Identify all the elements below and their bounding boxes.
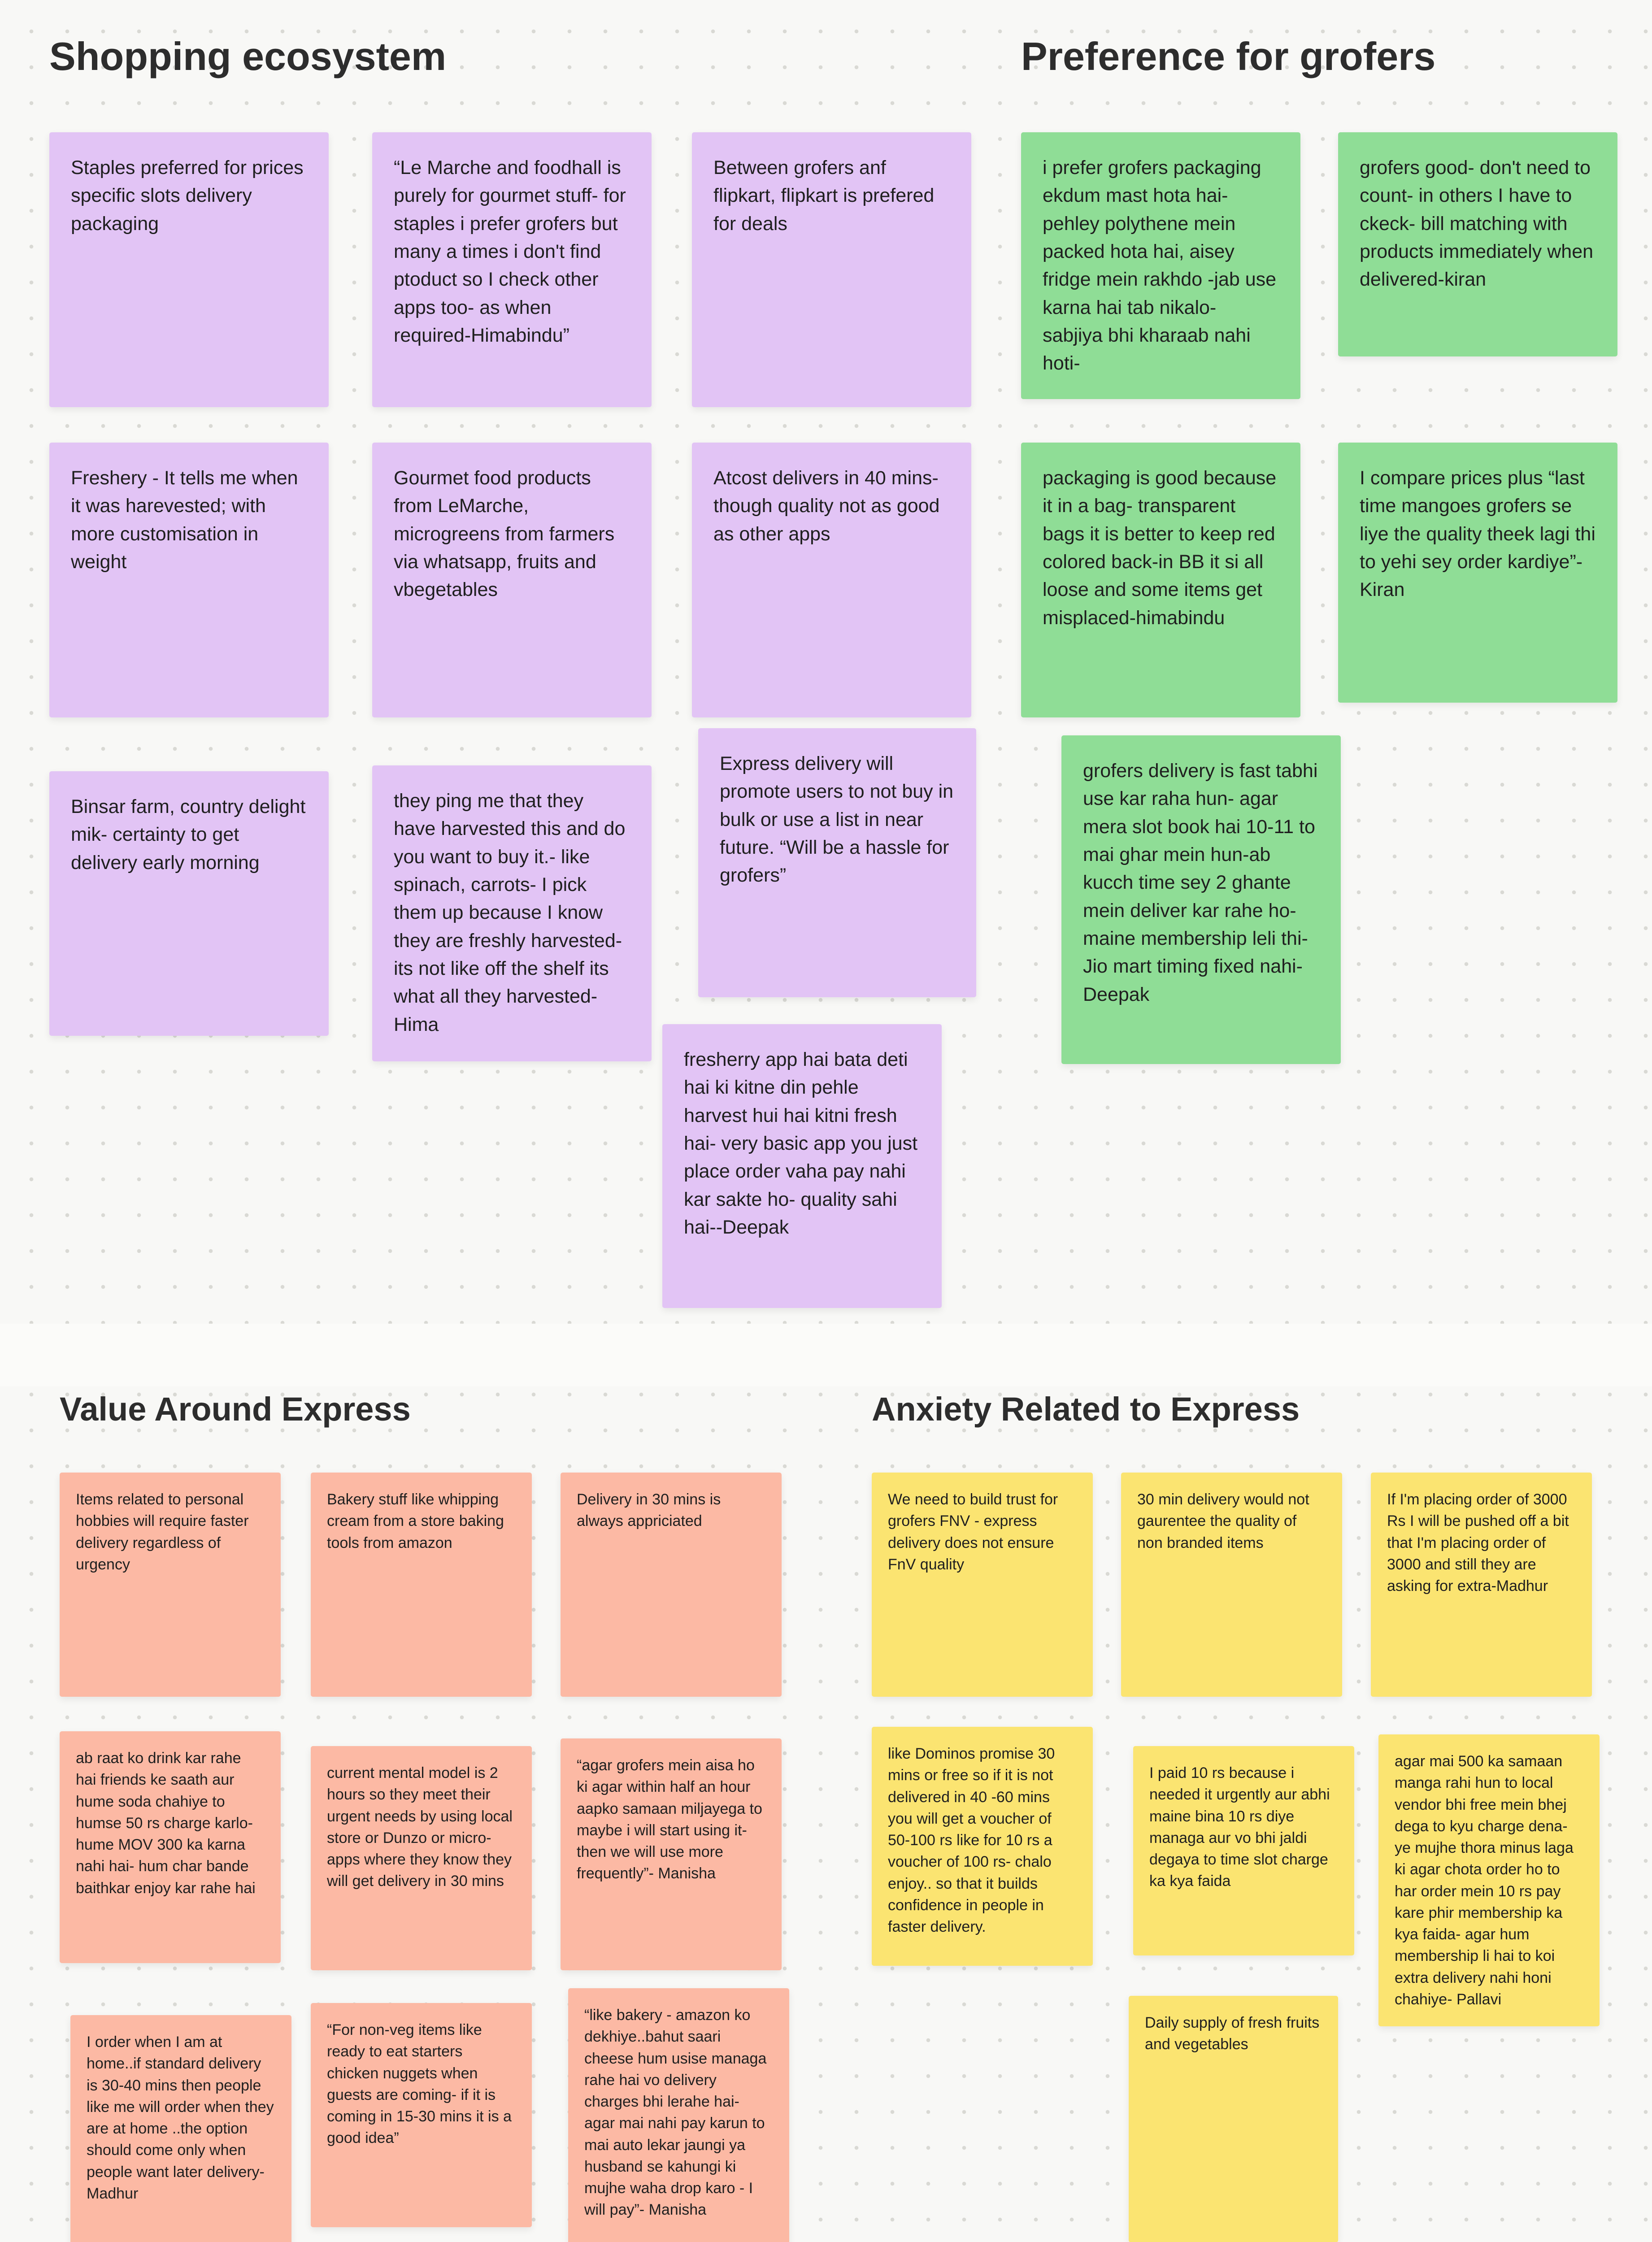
sticky-note-anxiety-paid-10-rs[interactable]: I paid 10 rs because i needed it urgentl…	[1133, 1746, 1354, 1955]
sticky-note-shopping-gourmet[interactable]: Gourmet food products from LeMarche, mic…	[372, 443, 652, 717]
sticky-note-shopping-grofers-flipkart[interactable]: Between grofers anf flipkart, flipkart i…	[692, 132, 971, 407]
section-title-anxiety-related-to-express[interactable]: Anxiety Related to Express	[872, 1390, 1300, 1428]
sticky-note-anxiety-3000-rs[interactable]: If I'm placing order of 3000 Rs I will b…	[1371, 1473, 1592, 1697]
sticky-note-anxiety-no-guarantee[interactable]: 30 min delivery would not gaurentee the …	[1121, 1473, 1342, 1697]
sticky-note-grofers-no-count[interactable]: grofers good- don't need to count- in ot…	[1338, 132, 1617, 356]
sticky-note-anxiety-build-trust[interactable]: We need to build trust for grofers FNV -…	[872, 1473, 1093, 1697]
sticky-note-value-order-at-home[interactable]: I order when I am at home..if standard d…	[70, 2015, 291, 2242]
sticky-note-anxiety-daily-supply[interactable]: Daily supply of fresh fruits and vegetab…	[1129, 1996, 1338, 2242]
sticky-note-shopping-freshery[interactable]: Freshery - It tells me when it was harev…	[49, 443, 329, 717]
sticky-note-shopping-lemarche-foodhall[interactable]: “Le Marche and foodhall is purely for go…	[372, 132, 652, 407]
sticky-note-value-bakery-stuff[interactable]: Bakery stuff like whipping cream from a …	[311, 1473, 532, 1697]
canvas-seam-band	[0, 1324, 1652, 1386]
sticky-note-value-soda-mov[interactable]: ab raat ko drink kar rahe hai friends ke…	[60, 1731, 281, 1963]
sticky-note-grofers-compare-prices[interactable]: I compare prices plus “last time mangoes…	[1338, 443, 1617, 703]
sticky-note-value-nonveg-starters[interactable]: “For non-veg items like ready to eat sta…	[311, 2003, 532, 2227]
section-title-shopping-ecosystem[interactable]: Shopping ecosystem	[49, 34, 447, 78]
sticky-note-shopping-fresherry-app[interactable]: fresherry app hai bata deti hai ki kitne…	[662, 1024, 942, 1308]
sticky-note-shopping-binsar-farm[interactable]: Binsar farm, country delight mik- certai…	[49, 771, 329, 1036]
sticky-note-shopping-staples[interactable]: Staples preferred for prices specific sl…	[49, 132, 329, 407]
sticky-note-value-like-bakery-amazon[interactable]: “like bakery - amazon ko dekhiye..bahut …	[568, 1988, 789, 2242]
sticky-note-shopping-express-delivery[interactable]: Express delivery will promote users to n…	[698, 728, 976, 997]
sticky-note-shopping-they-ping-me[interactable]: they ping me that they have harvested th…	[372, 765, 652, 1061]
sticky-note-value-personal-hobbies[interactable]: Items related to personal hobbies will r…	[60, 1473, 281, 1697]
sticky-note-anxiety-local-vendor-free[interactable]: agar mai 500 ka samaan manga rahi hun to…	[1378, 1734, 1600, 2027]
sticky-note-grofers-delivery-fast[interactable]: grofers delivery is fast tabhi use kar r…	[1061, 735, 1341, 1064]
sticky-note-value-mental-model[interactable]: current mental model is 2 hours so they …	[311, 1746, 532, 1970]
sticky-note-value-half-hour[interactable]: “agar grofers mein aisa ho ki agar withi…	[561, 1738, 782, 1970]
sticky-note-value-30-mins-appreciated[interactable]: Delivery in 30 mins is always appriciate…	[561, 1473, 782, 1697]
sticky-note-grofers-packaging-bag[interactable]: packaging is good because it in a bag- t…	[1021, 443, 1300, 717]
sticky-note-grofers-packaging-mast[interactable]: i prefer grofers packaging ekdum mast ho…	[1021, 132, 1300, 399]
section-title-preference-for-grofers[interactable]: Preference for grofers	[1021, 34, 1436, 78]
section-title-value-around-express[interactable]: Value Around Express	[60, 1390, 411, 1428]
sticky-note-shopping-atcost[interactable]: Atcost delivers in 40 mins- though quali…	[692, 443, 971, 717]
sticky-note-anxiety-dominos-promise[interactable]: like Dominos promise 30 mins or free so …	[872, 1727, 1093, 1966]
